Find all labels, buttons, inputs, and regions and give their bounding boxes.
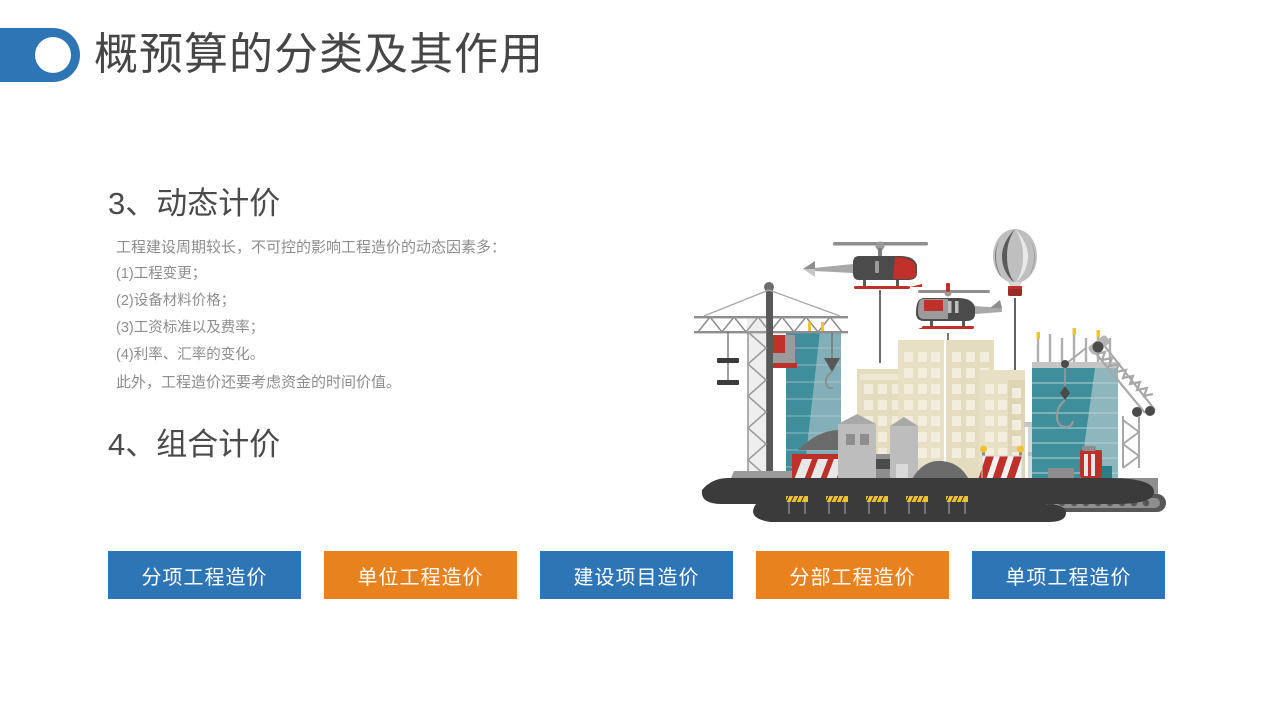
body-line-item-1: (1)工程变更； (116, 266, 207, 283)
ground-road (701, 478, 1154, 522)
section-heading-4: 4、组合计价 (108, 427, 281, 463)
road-barrier-markers (785, 495, 968, 514)
cost-button-fenxiang[interactable]: 分项工程造价 (108, 551, 301, 599)
cost-button-danxiang[interactable]: 单项工程造价 (972, 551, 1165, 599)
cost-button-jianshe-xiangmu[interactable]: 建设项目造价 (540, 551, 733, 599)
title-badge-circle-icon (35, 37, 71, 73)
body-line-closing: 此外，工程造价还要考虑资金的时间价值。 (116, 374, 402, 392)
cost-button-fenbu[interactable]: 分部工程造价 (756, 551, 949, 599)
page-title: 概预算的分类及其作用 (94, 30, 544, 79)
cost-button-danwei[interactable]: 单位工程造价 (324, 551, 517, 599)
content-column: 3、动态计价 工程建设周期较长，不可控的影响工程造价的动态因素多： (1)工程变… (108, 185, 668, 463)
title-badge-icon (0, 28, 80, 82)
construction-scene-svg (694, 229, 1166, 522)
body-line-item-3: (3)工资标准以及费率； (116, 320, 265, 337)
cost-category-button-row: 分项工程造价 单位工程造价 建设项目造价 分部工程造价 单项工程造价 (108, 551, 1165, 599)
body-line-item-2: (2)设备材料价格； (116, 293, 236, 310)
section-heading-3: 3、动态计价 (108, 186, 281, 221)
body-line-item-4: (4)利率、汇率的变化。 (116, 347, 265, 364)
section-3-body: 工程建设周期较长，不可控的影响工程造价的动态因素多： (1)工程变更； (2)设… (108, 234, 668, 396)
construction-site-illustration (690, 228, 1180, 528)
helicopter-small-icon (916, 283, 1002, 368)
slide-header: 概预算的分类及其作用 (0, 24, 544, 86)
body-line-lead: 工程建设周期较长，不可控的影响工程造价的动态因素多： (116, 239, 507, 257)
helicopter-large-icon (803, 241, 928, 363)
